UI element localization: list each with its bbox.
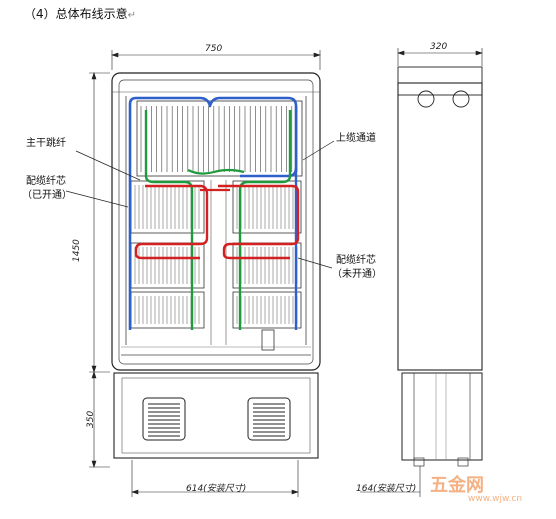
cabinet-inner-frame xyxy=(118,79,314,365)
label-upper-cable-channel: 上缆通道 xyxy=(336,133,376,144)
cabinet-outline xyxy=(111,72,321,371)
dim-cabinet-height: 1450 xyxy=(72,239,82,262)
side-view-top xyxy=(397,66,483,96)
label-main-jumper: 主干跳纤 xyxy=(26,138,66,149)
label-dist-fiber-open-line2: （已开通） xyxy=(22,190,72,201)
dim-base-mount-width: 614(安装尺寸) xyxy=(186,484,247,494)
side-view-base xyxy=(401,372,483,461)
watermark-url: www.wjw.cn xyxy=(468,494,523,504)
side-view-body xyxy=(397,82,483,371)
diagram-caption: （4）总体布线示意↵ xyxy=(24,7,137,21)
label-leaders xyxy=(65,140,335,269)
label-dist-fiber-open-line1: 配缆纤芯 xyxy=(26,176,66,187)
watermark-brand: 五金网 xyxy=(430,475,484,496)
base-vent-left xyxy=(142,397,186,441)
green-route xyxy=(144,110,194,330)
red-route xyxy=(134,184,209,260)
dim-side-mount-width: 164(安装尺寸) xyxy=(356,484,417,494)
dim-base-height: 350 xyxy=(86,410,96,428)
splice-block-right-lower xyxy=(232,242,302,289)
dim-side-width: 320 xyxy=(430,42,448,52)
label-dist-fiber-closed-line1: 配缆纤芯 xyxy=(336,255,376,266)
base-vent-right xyxy=(247,397,291,441)
tray-block-right xyxy=(232,291,302,329)
fiber-routes xyxy=(128,96,300,330)
side-view-hole-left xyxy=(417,90,435,108)
side-view-hole-right xyxy=(452,90,470,108)
cabinet-base xyxy=(113,372,319,459)
side-dimension-lines xyxy=(360,48,483,497)
label-dist-fiber-closed-line2: （未开通） xyxy=(332,269,382,280)
front-dimension-lines xyxy=(89,50,321,497)
dim-front-width: 750 xyxy=(205,44,223,54)
splice-block-right-upper xyxy=(232,180,302,234)
upper-module-block xyxy=(136,100,303,177)
